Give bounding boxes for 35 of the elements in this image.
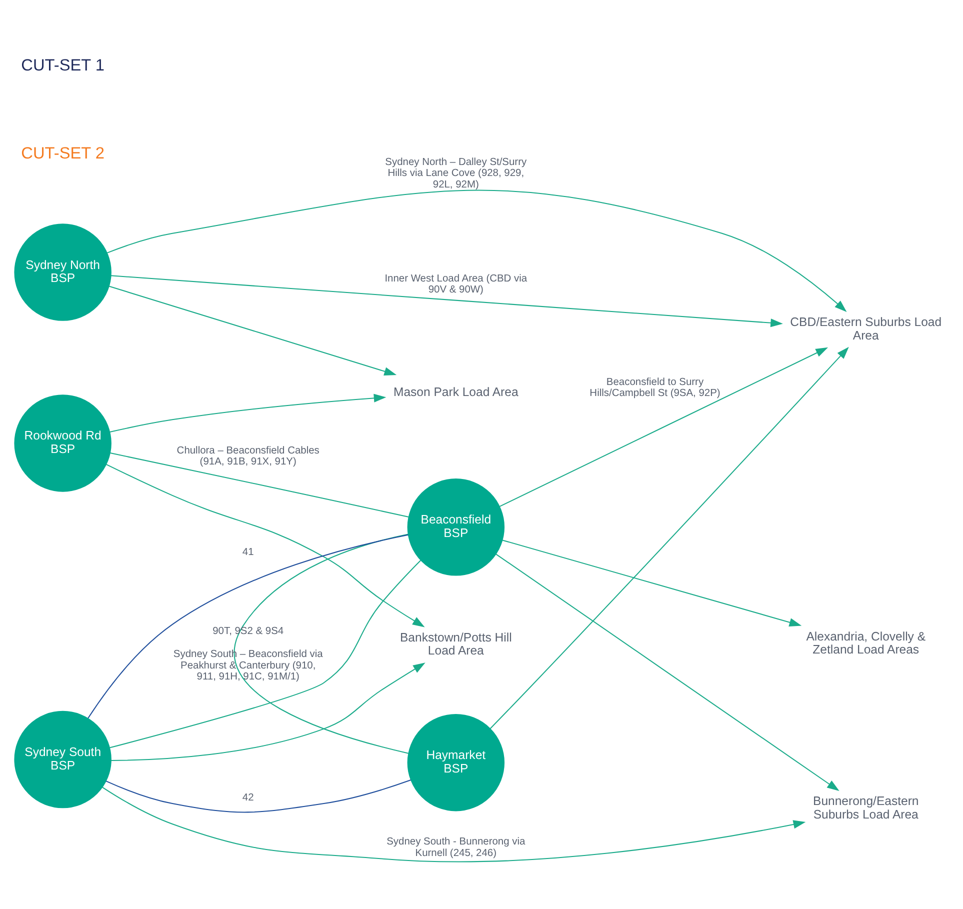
connector	[88, 534, 408, 718]
node-text: Mason Park Load Area	[394, 384, 518, 399]
edge-label: Sydney South - Bunnerong via Kurnell (245, 246)	[386, 836, 526, 858]
connector	[110, 452, 409, 518]
edge-label: Inner West Load Area (CBD via 90V & 90W)	[384, 272, 528, 296]
connector	[234, 533, 409, 754]
label: CUT-SET 1	[21, 56, 104, 74]
node-circle: Sydney North BSP	[14, 223, 112, 320]
edge-label: 42	[242, 792, 254, 803]
edge-label: Chullora – Beaconsfield Cables (91A, 91B, 91X, 91Y)	[176, 444, 320, 468]
arrow	[106, 463, 425, 627]
node-circle: Sydney South BSP	[14, 710, 112, 808]
node-text: CBD/Eastern Suburbs Load Area	[790, 314, 942, 342]
arrow	[499, 346, 828, 507]
node-circle: Haymarket BSP	[407, 713, 505, 811]
connector	[106, 779, 411, 812]
arrow	[106, 189, 847, 312]
node-text: Bankstown/Potts Hill Load Area	[400, 630, 512, 658]
node-text: Alexandria, Clovelly & Zetland Load Areas	[806, 628, 926, 656]
edge-label: Sydney North – Dalley St/Surry Hills via Lane Cove (928, 929, 92L, 92M)	[385, 156, 527, 190]
node-text: Bunnerong/Eastern Suburbs Load Area	[813, 794, 919, 821]
arrow	[110, 662, 426, 761]
arrow	[110, 274, 783, 327]
edge-label: Beaconsfield to Surry Hills/Campbell St (9SA, 92P)	[590, 376, 720, 399]
node-circle: Beaconsfield BSP	[407, 478, 505, 576]
edge-label: 41	[242, 546, 254, 558]
arrow	[110, 393, 386, 432]
arrow	[108, 285, 397, 376]
arrow	[496, 553, 840, 791]
connector	[109, 559, 422, 748]
node-circle: Rookwood Rd BSP	[14, 394, 112, 492]
label: CUT-SET 2	[21, 144, 104, 162]
arrow	[102, 786, 806, 862]
arrow	[502, 539, 802, 626]
arrow	[490, 346, 849, 728]
